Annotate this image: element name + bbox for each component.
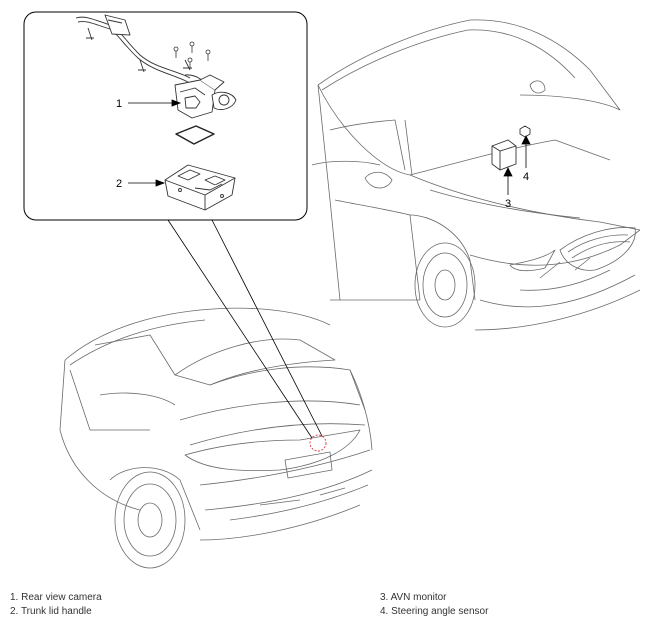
camera-location-marker <box>309 434 327 452</box>
legend-item-rear-view-camera: 1. Rear view camera <box>10 592 102 603</box>
rear-view-camera-icon <box>174 74 237 119</box>
callout-label-1: 1 <box>116 98 122 110</box>
callout-arrows-front <box>503 135 531 195</box>
legend-right: 3. AVN monitor 4. Steering angle sensor <box>380 591 488 619</box>
callout-label-3: 3 <box>505 198 511 210</box>
legend-item-trunk-lid-handle: 2. Trunk lid handle <box>10 606 92 617</box>
rear-car-illustration <box>59 307 373 569</box>
bolt-icons <box>173 41 211 69</box>
legend-item-avn-monitor: 3. AVN monitor <box>380 592 447 603</box>
callout-label-4: 4 <box>523 171 529 183</box>
legend-left: 1. Rear view camera 2. Trunk lid handle <box>10 591 102 619</box>
legend-item-steering-angle-sensor: 4. Steering angle sensor <box>380 606 489 617</box>
inset-detail-box <box>23 11 308 221</box>
front-car-illustration <box>311 19 641 331</box>
inset-leader-lines <box>167 219 323 439</box>
callout-arrows-inset <box>128 99 182 187</box>
avn-monitor-icon <box>491 139 517 171</box>
trunk-lid-handle-icon <box>164 164 236 211</box>
wiring-harness-icon <box>75 14 223 101</box>
steering-angle-sensor-icon <box>519 125 531 138</box>
callout-label-2: 2 <box>116 178 122 190</box>
gasket-icon <box>175 125 215 145</box>
